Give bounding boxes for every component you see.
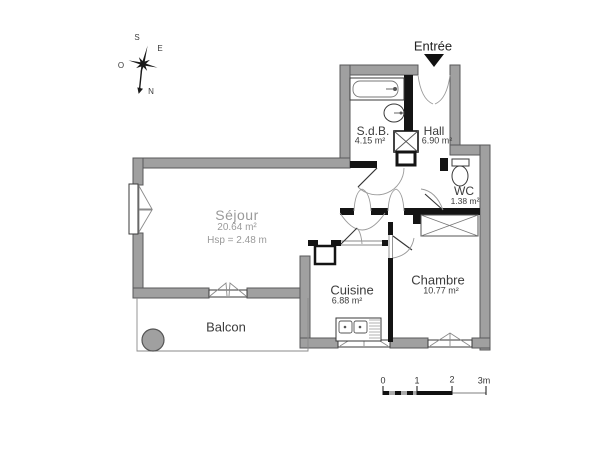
hall-name: Hall: [423, 124, 445, 138]
cuisine-name: Cuisine: [330, 282, 374, 298]
chambre-area: 10.77 m²: [423, 285, 459, 296]
cuisine-area: 6.88 m²: [331, 295, 363, 306]
balcony-outline: [136, 298, 309, 352]
closet: [420, 214, 479, 237]
sejour-ceiling-height: Hsp = 2.48 m: [207, 235, 267, 246]
sdb-name: S.d.B.: [356, 124, 390, 138]
entrance-arrow-icon: [424, 54, 444, 67]
bathtub: [349, 77, 405, 101]
scale-bar: [382, 386, 487, 395]
washbasin: [383, 103, 405, 123]
balcony-column: [141, 328, 165, 352]
sdb-area: 4.15 m²: [354, 135, 386, 146]
entrance-door: [417, 54, 451, 105]
scale-tick-2: 2: [449, 374, 455, 385]
hall-area: 6.90 m²: [421, 135, 453, 146]
compass-o-label: O: [117, 61, 125, 70]
compass-n-label: N: [148, 87, 154, 96]
wc-area: 1.38 m²: [450, 195, 480, 206]
compass-s-label: S: [134, 33, 140, 42]
balcon-name: Balcon: [206, 319, 246, 335]
sejour-left-window: [128, 183, 153, 235]
wc-name: WC: [454, 184, 474, 198]
scale-tick-1: 1: [414, 375, 420, 386]
chambre-window: [427, 332, 473, 348]
door-arcs: [339, 167, 444, 259]
toilet: [451, 158, 470, 187]
duct-box: [313, 244, 337, 266]
technical-shaft: [393, 130, 419, 167]
scale-tick-3m: 3m: [477, 375, 491, 386]
interior-walls: [308, 75, 480, 342]
exterior-walls: [132, 64, 491, 351]
compass-rose-icon: [128, 45, 158, 94]
kitchen-sink: [335, 317, 382, 342]
compass-e-label: E: [157, 44, 163, 53]
entrance-label: Entrée: [413, 38, 453, 54]
balcony-door: [208, 282, 248, 298]
chambre-name: Chambre: [411, 272, 465, 288]
sejour-area: 20.64 m²: [217, 222, 257, 233]
sejour-name: Séjour: [215, 207, 259, 223]
scale-tick-0: 0: [380, 375, 386, 386]
